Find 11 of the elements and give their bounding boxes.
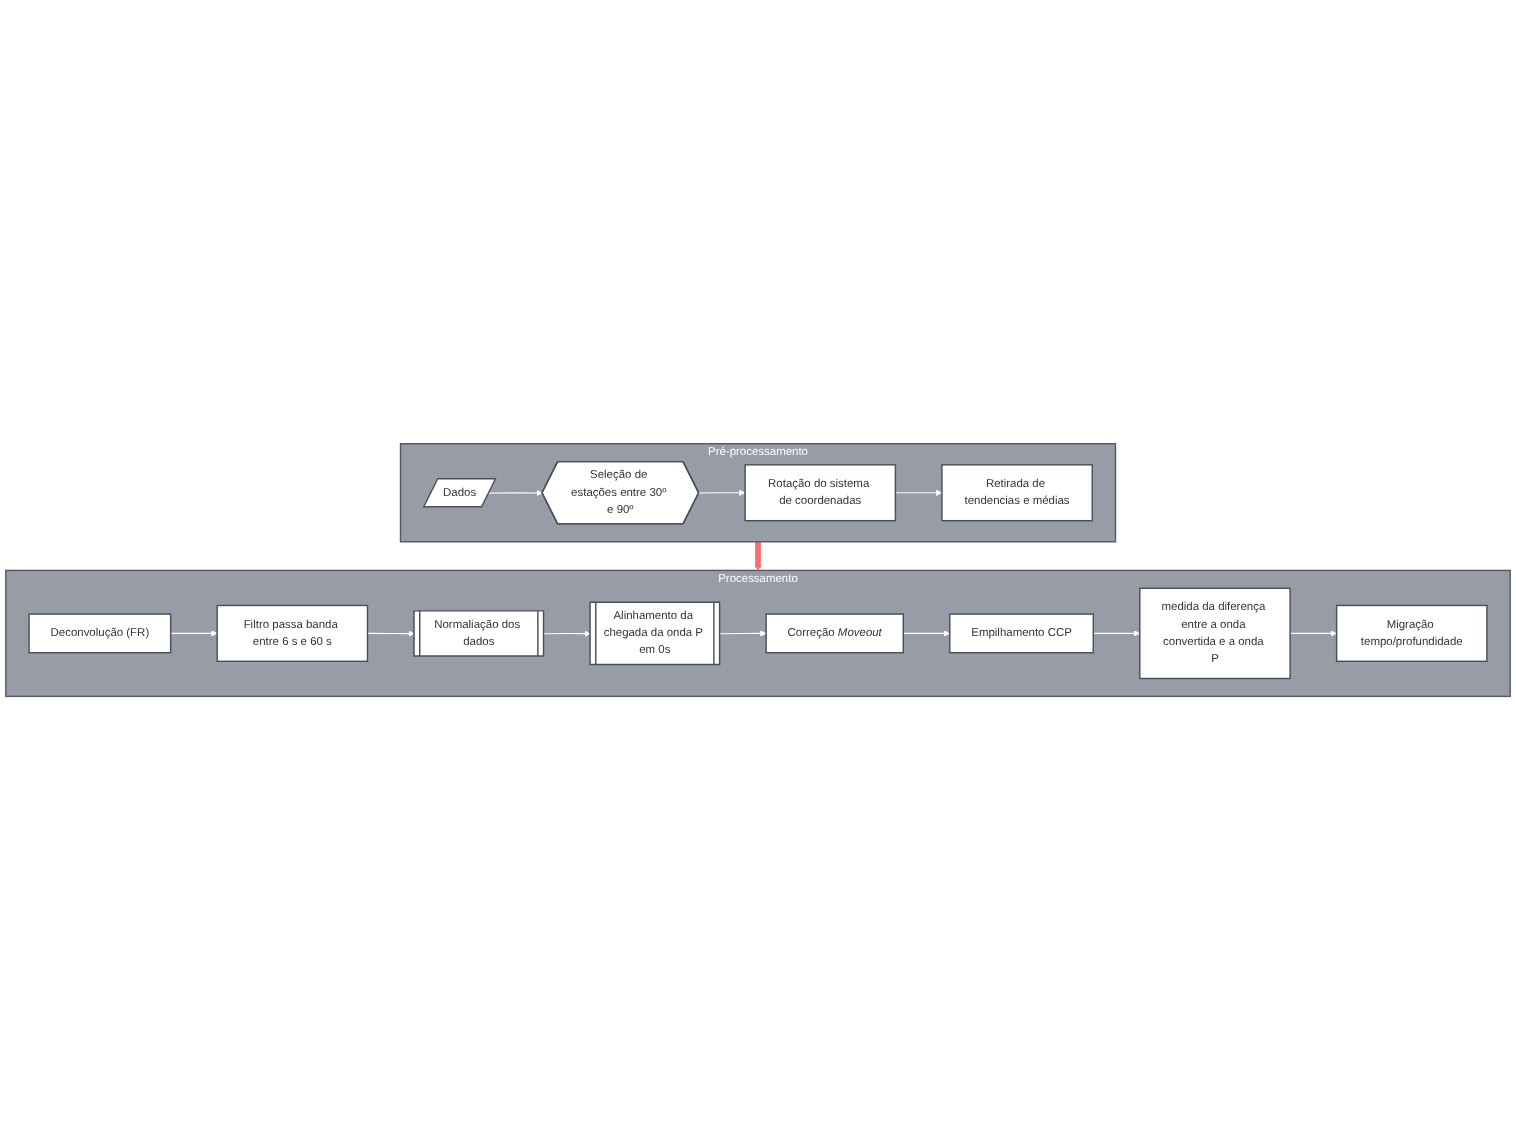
arrow bbox=[488, 489, 543, 497]
arrow bbox=[1289, 630, 1337, 637]
arrow bbox=[366, 630, 415, 637]
arrow bbox=[698, 489, 746, 496]
arrow bbox=[543, 630, 591, 637]
arrow bbox=[1092, 630, 1141, 637]
arrow bbox=[894, 489, 943, 496]
arrow bbox=[902, 630, 951, 637]
arrow bbox=[754, 541, 762, 571]
arrow bbox=[170, 630, 218, 637]
arrow bbox=[719, 630, 767, 637]
